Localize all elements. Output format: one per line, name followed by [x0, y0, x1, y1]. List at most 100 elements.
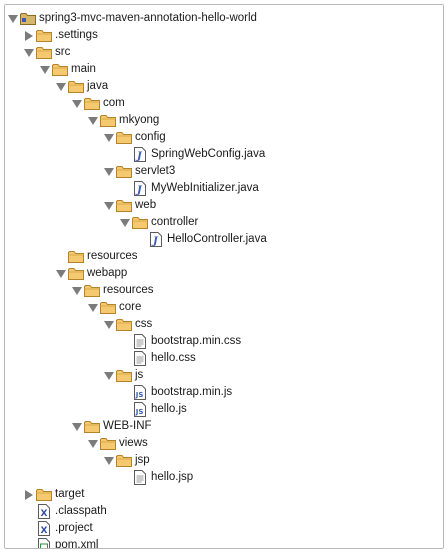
- tree-item-label: src: [55, 46, 71, 58]
- xml-file-icon: X: [36, 521, 52, 537]
- folder-icon: [36, 28, 52, 44]
- tree-item[interactable]: bootstrap.min.css: [119, 333, 241, 350]
- tree-item[interactable]: mkyong: [87, 112, 159, 129]
- tree-item[interactable]: views: [87, 435, 148, 452]
- toggle-spacer: [23, 523, 35, 535]
- js-file-icon: JS: [132, 402, 148, 418]
- tree-item-label: resources: [87, 250, 138, 262]
- tree-item-label: .project: [55, 522, 93, 534]
- tree-item[interactable]: pom.xml: [23, 537, 99, 549]
- collapse-arrow-icon[interactable]: [103, 370, 115, 382]
- collapse-arrow-icon[interactable]: [103, 132, 115, 144]
- tree-item-label: main: [71, 63, 96, 75]
- text-file-icon: [132, 470, 148, 486]
- collapse-arrow-icon[interactable]: [87, 302, 99, 314]
- collapse-arrow-icon[interactable]: [39, 64, 51, 76]
- tree-item[interactable]: target: [23, 486, 84, 503]
- tree-item[interactable]: webapp: [55, 265, 127, 282]
- tree-item[interactable]: jsp: [103, 452, 150, 469]
- folder-icon: [68, 79, 84, 95]
- java-file-icon: J: [148, 232, 164, 248]
- folder-icon: [116, 317, 132, 333]
- tree-item[interactable]: hello.jsp: [119, 469, 193, 486]
- js-file-icon: JS: [132, 385, 148, 401]
- folder-icon: [52, 62, 68, 78]
- toggle-spacer: [119, 472, 131, 484]
- collapse-arrow-icon[interactable]: [87, 438, 99, 450]
- tree-item[interactable]: main: [39, 61, 96, 78]
- collapse-arrow-icon[interactable]: [71, 421, 83, 433]
- xml-file-icon: X: [36, 504, 52, 520]
- tree-item[interactable]: core: [87, 299, 141, 316]
- tree-item-label: core: [119, 301, 142, 313]
- java-file-icon: J: [132, 147, 148, 163]
- tree-item-label: css: [135, 318, 153, 330]
- toggle-spacer: [23, 540, 35, 549]
- text-file-icon: [132, 351, 148, 367]
- collapse-arrow-icon[interactable]: [103, 319, 115, 331]
- tree-item-label: hello.jsp: [151, 471, 194, 483]
- tree-item-label: com: [103, 97, 125, 109]
- toggle-spacer: [135, 234, 147, 246]
- tree-item[interactable]: servlet3: [103, 163, 175, 180]
- collapse-arrow-icon[interactable]: [23, 47, 35, 59]
- tree-item[interactable]: com: [71, 95, 125, 112]
- expand-arrow-icon[interactable]: [23, 30, 35, 42]
- tree-item[interactable]: web: [103, 197, 156, 214]
- folder-icon: [132, 215, 148, 231]
- pom-file-icon: [36, 538, 52, 548]
- tree-item[interactable]: J HelloController.java: [135, 231, 267, 248]
- tree-item[interactable]: config: [103, 129, 166, 146]
- tree-item[interactable]: hello.css: [119, 350, 196, 367]
- folder-icon: [84, 283, 100, 299]
- collapse-arrow-icon[interactable]: [71, 98, 83, 110]
- expand-arrow-icon[interactable]: [23, 489, 35, 501]
- collapse-arrow-icon[interactable]: [55, 268, 67, 280]
- collapse-arrow-icon[interactable]: [119, 217, 131, 229]
- tree-item-label: web: [135, 199, 157, 211]
- tree-item[interactable]: .settings: [23, 27, 98, 44]
- collapse-arrow-icon[interactable]: [7, 13, 19, 25]
- tree-item-label: config: [135, 131, 166, 143]
- toggle-spacer: [119, 183, 131, 195]
- tree-item-label: hello.css: [151, 352, 196, 364]
- svg-text:J: J: [151, 236, 159, 247]
- project-folder-icon: [20, 11, 36, 27]
- tree-item[interactable]: WEB-INF: [71, 418, 152, 435]
- tree-item[interactable]: src: [23, 44, 70, 61]
- collapse-arrow-icon[interactable]: [87, 115, 99, 127]
- tree-item-label: pom.xml: [55, 539, 99, 549]
- tree-item[interactable]: X.classpath: [23, 503, 107, 520]
- tree-item-label: spring3-mvc-maven-annotation-hello-world: [39, 12, 257, 24]
- tree-item[interactable]: X.project: [23, 520, 93, 537]
- folder-icon: [100, 436, 116, 452]
- tree-item[interactable]: css: [103, 316, 152, 333]
- tree-item-label: bootstrap.min.js: [151, 386, 233, 398]
- tree-item[interactable]: resources: [55, 248, 138, 265]
- collapse-arrow-icon[interactable]: [71, 285, 83, 297]
- folder-icon: [100, 300, 116, 316]
- folder-icon: [116, 453, 132, 469]
- tree-item-label: java: [87, 80, 109, 92]
- folder-icon: [84, 419, 100, 435]
- folder-icon: [116, 130, 132, 146]
- collapse-arrow-icon[interactable]: [103, 455, 115, 467]
- svg-text:J: J: [135, 151, 143, 162]
- tree-item-label: bootstrap.min.css: [151, 335, 242, 347]
- tree-item[interactable]: js: [103, 367, 143, 384]
- tree-item-label: .classpath: [55, 505, 107, 517]
- tree-item[interactable]: controller: [119, 214, 198, 231]
- collapse-arrow-icon[interactable]: [103, 200, 115, 212]
- tree-item[interactable]: spring3-mvc-maven-annotation-hello-world: [7, 10, 257, 27]
- tree-item[interactable]: resources: [71, 282, 154, 299]
- tree-item-label: MyWebInitializer.java: [151, 182, 259, 194]
- tree-item[interactable]: java: [55, 78, 108, 95]
- tree-item-label: HelloController.java: [167, 233, 267, 245]
- collapse-arrow-icon[interactable]: [55, 81, 67, 93]
- collapse-arrow-icon[interactable]: [103, 166, 115, 178]
- project-explorer-panel: spring3-mvc-maven-annotation-hello-world…: [4, 4, 444, 549]
